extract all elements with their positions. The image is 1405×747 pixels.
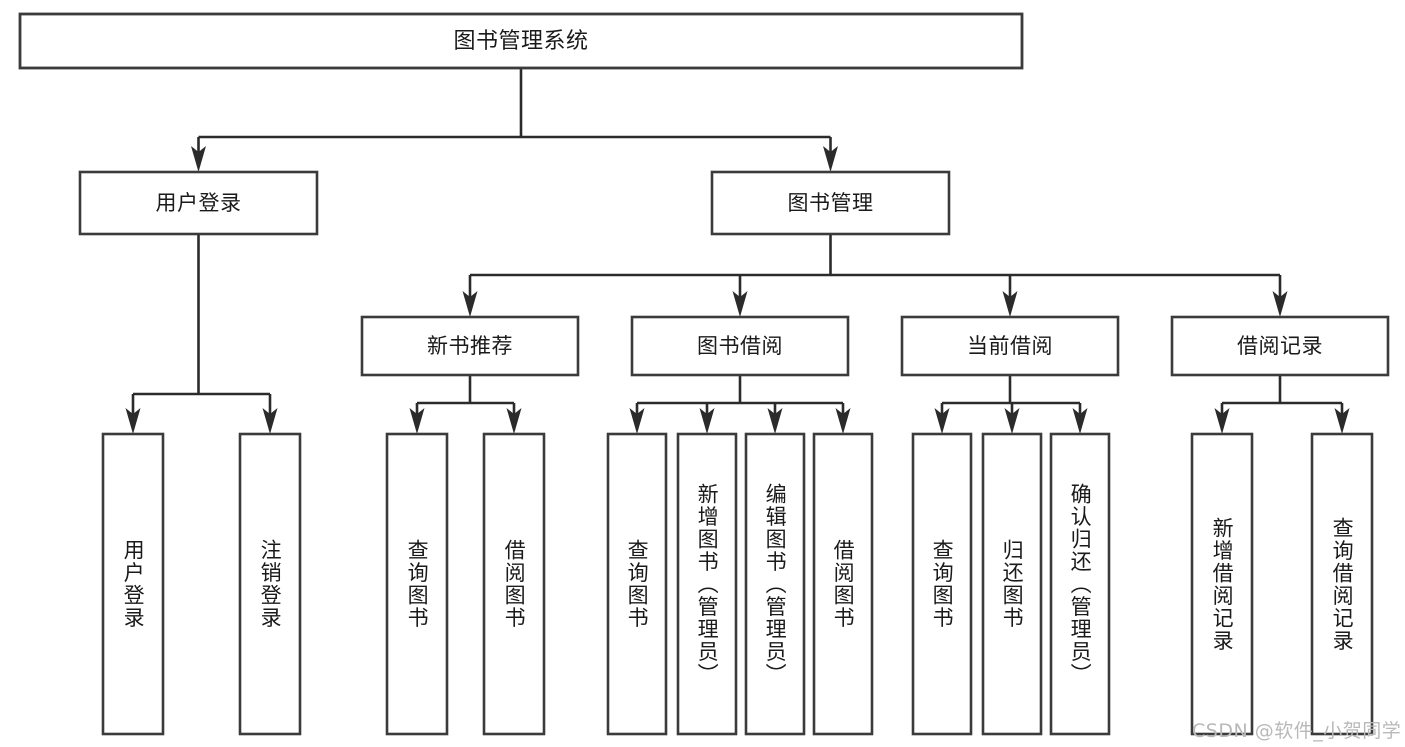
node-label-current-borrow: 当前借阅: [967, 334, 1053, 358]
node-box-leaf-query-borrow-record[interactable]: [1310, 432, 1374, 736]
arrow-book-manage-0: [462, 291, 478, 317]
arrow-book-borrow-3: [835, 408, 851, 434]
node-box-current-borrow[interactable]: [900, 315, 1120, 377]
node-box-root[interactable]: [18, 12, 1024, 70]
node-label-book-manage: 图书管理: [788, 191, 874, 215]
arrow-book-manage-1: [732, 291, 748, 317]
arrow-book-borrow-0: [629, 408, 645, 434]
node-box-leaf-query-book-recommend[interactable]: [385, 432, 449, 736]
arrow-current-borrow-0: [934, 408, 950, 434]
node-box-leaf-query-book-current[interactable]: [911, 432, 973, 736]
node-label-root: 图书管理系统: [453, 29, 588, 54]
node-label-user-login: 用户登录: [156, 191, 242, 215]
node-label-borrow-record: 借阅记录: [1237, 334, 1323, 358]
node-boxes-layer: [18, 12, 1390, 736]
arrow-borrow-record-0: [1214, 408, 1230, 434]
node-box-leaf-add-borrow-record[interactable]: [1190, 432, 1254, 736]
node-box-leaf-logout-login[interactable]: [238, 432, 302, 736]
node-label-new-book-recommend: 新书推荐: [427, 334, 513, 358]
node-box-leaf-return-book[interactable]: [981, 432, 1043, 736]
node-box-leaf-user-login[interactable]: [101, 432, 165, 736]
arrow-current-borrow-1: [1004, 408, 1020, 434]
arrow-new-book-recommend-1: [506, 408, 522, 434]
node-label-book-borrow: 图书借阅: [697, 334, 783, 358]
node-box-new-book-recommend[interactable]: [360, 315, 580, 377]
node-box-book-manage[interactable]: [710, 170, 951, 236]
arrow-root-0: [191, 146, 206, 172]
arrow-book-borrow-2: [767, 408, 783, 434]
node-box-leaf-add-book-admin[interactable]: [676, 432, 738, 736]
arrow-user-login-1: [262, 408, 278, 434]
node-box-leaf-confirm-return-admin[interactable]: [1049, 432, 1111, 736]
node-box-leaf-edit-book-admin[interactable]: [744, 432, 806, 736]
arrow-book-borrow-1: [699, 408, 715, 434]
arrow-user-login-0: [125, 408, 141, 434]
arrow-book-manage-2: [1002, 291, 1018, 317]
node-box-borrow-record[interactable]: [1170, 315, 1390, 377]
node-box-leaf-borrow-book[interactable]: [812, 432, 874, 736]
arrow-root-1: [823, 146, 838, 172]
node-box-leaf-query-book-borrow[interactable]: [606, 432, 668, 736]
arrow-current-borrow-2: [1072, 408, 1088, 434]
node-box-leaf-borrow-book-recommend[interactable]: [482, 432, 546, 736]
node-box-user-login[interactable]: [78, 170, 319, 236]
connector-edges-layer: [125, 68, 1350, 434]
arrow-borrow-record-1: [1334, 408, 1350, 434]
arrow-new-book-recommend-0: [409, 408, 425, 434]
node-box-book-borrow[interactable]: [630, 315, 850, 377]
arrow-book-manage-3: [1272, 291, 1288, 317]
